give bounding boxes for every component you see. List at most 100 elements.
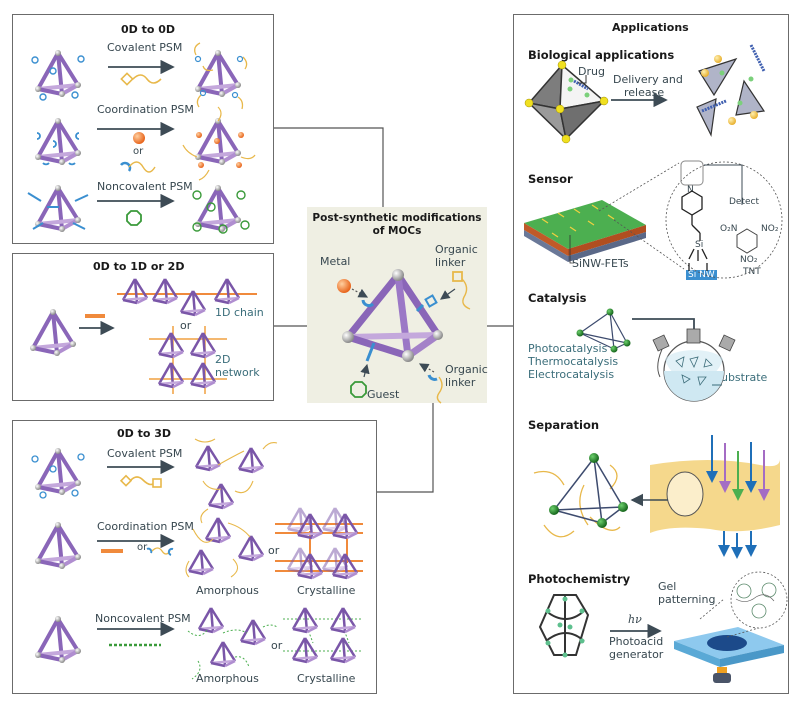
biological-figure xyxy=(524,44,766,144)
catalysis-type-electro: Electrocatalysis xyxy=(528,368,615,381)
binding-site-icon xyxy=(427,374,438,381)
connector-0d0d xyxy=(273,127,384,207)
tnt-label: TNT xyxy=(743,267,761,277)
sinw-fet-chip-icon xyxy=(524,200,646,264)
no2-bottom-label: NO₂ xyxy=(740,255,758,265)
cage-icon xyxy=(33,446,83,497)
ditopic-linker-icon xyxy=(119,474,162,488)
covalent-psm-label: Covalent PSM xyxy=(107,41,183,54)
center-title-line1: Post-synthetic modifications xyxy=(312,212,482,224)
guest-icon xyxy=(126,210,142,226)
photoacid-label-1: Photoacid xyxy=(609,635,664,648)
metal-ion-icon xyxy=(133,132,145,144)
connector-0d3d xyxy=(376,403,434,493)
substrate-label: Substrate xyxy=(714,371,768,384)
membrane-zoom xyxy=(666,471,704,517)
center-title-line2: of MOCs xyxy=(372,225,422,237)
crystalline-caption: Crystalline xyxy=(297,672,356,685)
network-label-2: network xyxy=(215,366,260,379)
or-inline-label: or xyxy=(137,542,148,553)
panel-title: 0D to 1D or 2D xyxy=(93,260,185,273)
detect-label: Detect xyxy=(729,197,760,207)
guest-label: Guest xyxy=(367,388,400,401)
organic-linker-top-label-1: Organic xyxy=(435,243,478,256)
organic-linker-icon xyxy=(452,271,463,282)
coordination-psm-label: Coordination PSM xyxy=(97,520,194,533)
gel-label-1: Gel xyxy=(658,580,677,593)
catalysis-type-photo: Photocatalysis xyxy=(528,342,608,355)
cage-icon xyxy=(33,183,83,234)
photochemistry-title: Photochemistry xyxy=(528,572,631,586)
guest-site-icon xyxy=(365,342,376,362)
or-result-label: or xyxy=(268,544,280,557)
released-fragments xyxy=(696,44,766,137)
cage-icon xyxy=(28,307,78,358)
metal-decoration xyxy=(196,132,244,168)
applications-title: Applications xyxy=(612,21,689,34)
chain-label: 1D chain xyxy=(215,306,264,319)
no2-right-label: NO₂ xyxy=(761,224,779,234)
octahedron-cage-icon xyxy=(524,60,609,144)
catalysis-figure xyxy=(576,308,736,402)
delivery-label-1: Delivery and xyxy=(613,73,683,86)
organic-linker-bottom-label-1: Organic xyxy=(445,363,488,376)
cage-framework-icon xyxy=(538,594,590,658)
sensor-figure xyxy=(524,160,783,279)
organic-linker-top-label-2: linker xyxy=(435,256,466,269)
sinw-fets-label: SiNW-FETs xyxy=(572,257,629,270)
or-result-label: or xyxy=(271,639,283,652)
gel-substrate-icon xyxy=(674,627,784,683)
guest-binding-sites xyxy=(27,192,89,230)
si-label: Si xyxy=(695,240,704,250)
or-label: or xyxy=(133,146,144,157)
biological-title: Biological applications xyxy=(528,48,675,62)
separation-title: Separation xyxy=(528,418,600,432)
cage-icon xyxy=(33,614,83,665)
noncovalent-psm-label: Noncovalent PSM xyxy=(97,180,193,193)
cage-icon xyxy=(193,48,243,99)
organic-linker-bottom-label-2: linker xyxy=(445,376,476,389)
amorphous-caption: Amorphous xyxy=(196,672,259,685)
panel-applications: Applications Biological applications Dru… xyxy=(513,14,789,694)
hv-label: hν xyxy=(628,613,642,626)
cage-icon xyxy=(33,520,83,571)
linker-icon xyxy=(194,42,248,110)
binding-site-icon xyxy=(36,132,80,166)
or-label: or xyxy=(180,319,192,332)
guest-decoration xyxy=(192,190,250,234)
crystalline-framework xyxy=(275,523,363,572)
cage-icon xyxy=(193,183,243,234)
linker-icon xyxy=(31,55,85,101)
center-figure xyxy=(337,269,471,404)
cage-icon xyxy=(33,48,83,99)
pyridine-molecule-icon xyxy=(681,190,708,271)
catalyst-cage-icon xyxy=(576,308,631,353)
gel-zoom-callout xyxy=(699,571,788,638)
panel-0d-to-1d-2d: 0D to 1D or 2D 1D chain or 2D network xyxy=(12,253,274,401)
metal-label: Metal xyxy=(320,255,351,268)
panel-0d-to-3d: 0D to 3D Covalent PSM Coordination PSM o… xyxy=(12,420,377,694)
panel-title: 0D to 0D xyxy=(121,23,176,36)
moc-cage-icon xyxy=(342,269,443,362)
panel-title: 0D to 3D xyxy=(117,427,172,440)
sinw-label: Si NW xyxy=(686,270,717,281)
tnt-molecule-icon xyxy=(680,160,758,254)
coordination-psm-label: Coordination PSM xyxy=(97,103,194,116)
separation-cage-icon xyxy=(533,453,628,538)
guest-icon xyxy=(350,381,367,398)
zoom-callout xyxy=(598,161,783,279)
reaction-flask-icon xyxy=(652,328,736,402)
panel-0d12d-figures xyxy=(28,277,257,394)
covalent-psm-label: Covalent PSM xyxy=(107,447,183,460)
metal-icon xyxy=(337,279,351,293)
panel-0d-to-0d: 0D to 0D Covalent PSM Coordination PSM o… xyxy=(12,14,274,244)
photoacid-label-2: generator xyxy=(609,648,664,661)
sensor-title: Sensor xyxy=(528,172,573,186)
binding-site-icon xyxy=(361,299,375,308)
cage-icon xyxy=(33,116,83,167)
organic-linker-icon xyxy=(120,72,162,86)
network-label-1: 2D xyxy=(215,353,231,366)
o2n-label: O₂N xyxy=(720,224,738,234)
noncovalent-psm-label: Noncovalent PSM xyxy=(95,612,191,625)
